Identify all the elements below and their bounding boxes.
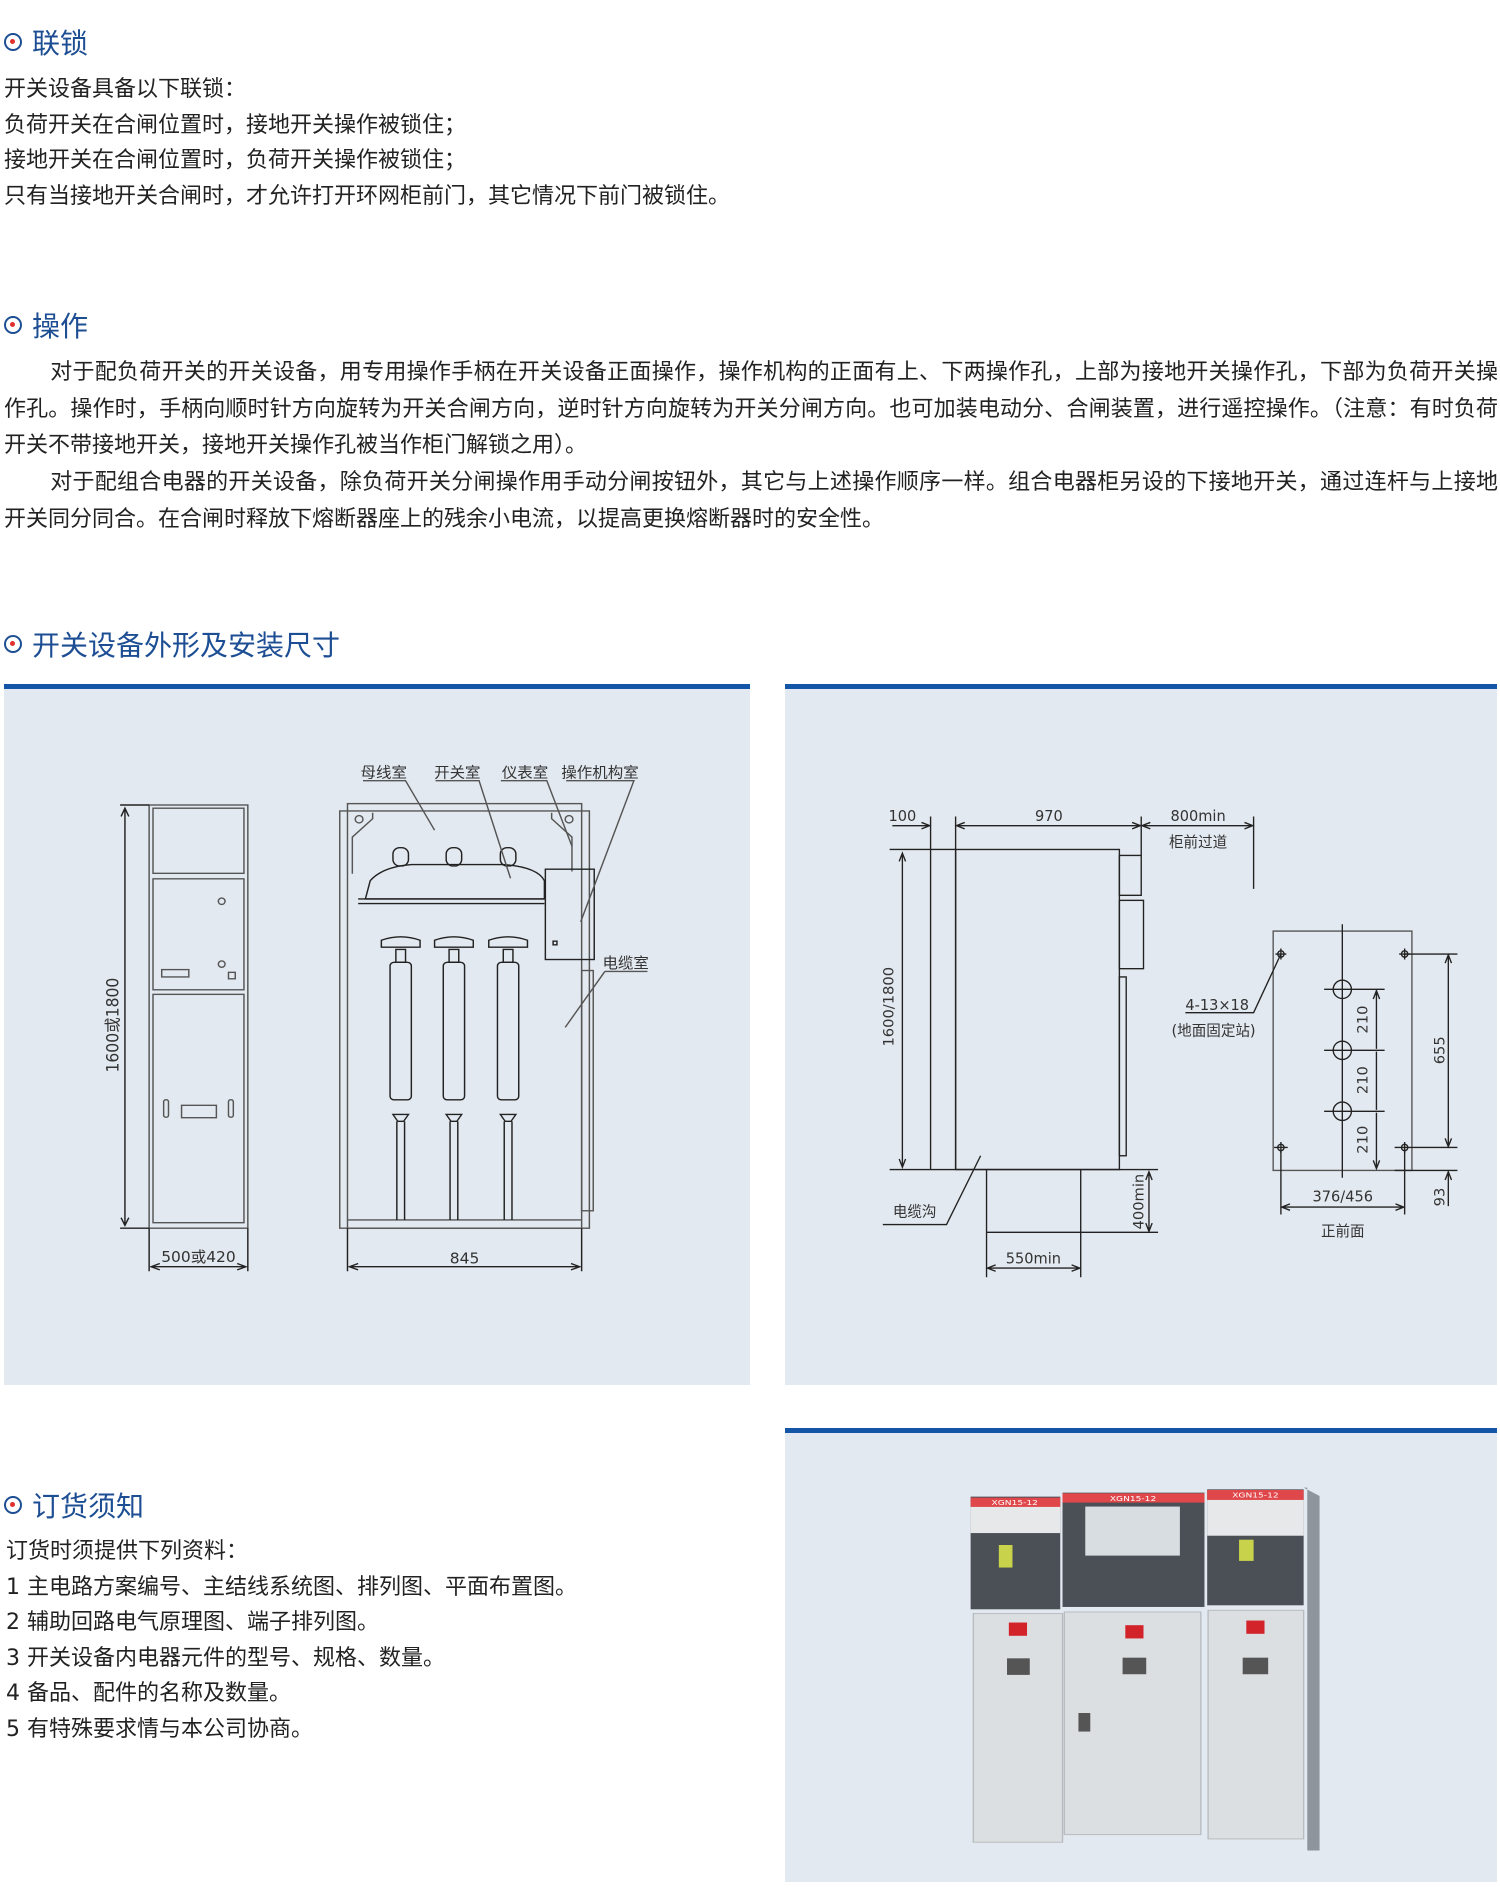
paragraph: 对于配负荷开关的开关设备，用专用操作手柄在开关设备正面操作，操作机构的正面有上、… bbox=[4, 360, 1498, 459]
heading-text: 开关设备外形及安装尺寸 bbox=[32, 629, 341, 662]
mounting-holes-label: 4-13×18 bbox=[1185, 997, 1249, 1014]
cabinet-elevation-drawing: 1600或1800 500或420 母线室 开关室 仪表室 操作机构室 bbox=[103, 764, 649, 1272]
dim-210-label: 210 bbox=[1354, 1126, 1371, 1154]
product-photo-panel: XGN15-12 XGN15-12 XGN15-12 bbox=[785, 1428, 1497, 1882]
operation-text: 对于配负荷开关的开关设备，用专用操作手柄在开关设备正面操作，操作机构的正面有上、… bbox=[4, 355, 1498, 539]
side-installation-view bbox=[882, 816, 1255, 1278]
text-line: 开关设备具备以下联锁： bbox=[4, 77, 247, 102]
ordering-text: 订货时须提供下列资料： 1 主电路方案编号、主结线系统图、排列图、平面布置图。 … bbox=[6, 1534, 577, 1747]
fuse-assemblies bbox=[380, 846, 529, 1220]
text-line: 4 备品、配件的名称及数量。 bbox=[6, 1681, 291, 1706]
label-mechanism-room: 操作机构室 bbox=[561, 764, 638, 782]
dim-655-label: 655 bbox=[1432, 1036, 1449, 1064]
section-heading-dimensions: 开关设备外形及安装尺寸 bbox=[4, 624, 340, 664]
height-dim-label: 1600或1800 bbox=[103, 978, 123, 1073]
label-busbar-room: 母线室 bbox=[361, 764, 407, 782]
dim-550-label: 550min bbox=[1006, 1250, 1061, 1267]
installation-dimension-drawing: 100 970 800min 柜前过道 1600/1800 电缆沟 400min… bbox=[880, 808, 1458, 1278]
section-heading-operation: 操作 bbox=[4, 305, 88, 345]
front-section-view bbox=[339, 780, 648, 1272]
bullet-circle-icon bbox=[4, 33, 22, 51]
label-instrument-room: 仪表室 bbox=[502, 764, 548, 782]
label-switch-room: 开关室 bbox=[434, 764, 480, 782]
front-aisle-label: 柜前过道 bbox=[1169, 834, 1228, 851]
model-label: XGN15-12 bbox=[1110, 1495, 1156, 1502]
model-label: XGN15-12 bbox=[1232, 1492, 1278, 1499]
section-heading-ordering: 订货须知 bbox=[4, 1485, 144, 1525]
text-line: 1 主电路方案编号、主结线系统图、排列图、平面布置图。 bbox=[6, 1574, 577, 1600]
dim-210-label: 210 bbox=[1354, 1006, 1371, 1034]
mounting-holes-note: (地面固定站) bbox=[1172, 1023, 1256, 1040]
switchgear-cabinets bbox=[970, 1487, 1320, 1851]
dim-210-label: 210 bbox=[1354, 1066, 1371, 1094]
bullet-circle-icon bbox=[4, 316, 22, 334]
label-cable-room: 电缆室 bbox=[602, 954, 648, 972]
bullet-circle-icon bbox=[4, 1496, 22, 1514]
side-view bbox=[120, 804, 249, 1272]
paragraph: 对于配组合电器的开关设备，除负荷开关分闸操作用手动分闸按钮外，其它与上述操作顺序… bbox=[4, 470, 1498, 532]
text-line: 只有当接地开关合闸时，才允许打开环网柜前门，其它情况下前门被锁住。 bbox=[4, 183, 731, 209]
width-dim-label: 500或420 bbox=[161, 1249, 236, 1267]
bullet-circle-icon bbox=[4, 635, 22, 653]
dim-93-label: 93 bbox=[1432, 1188, 1449, 1207]
dim-970-label: 970 bbox=[1035, 808, 1063, 825]
dim-400-label: 400min bbox=[1131, 1174, 1148, 1230]
text-line: 5 有特殊要求情与本公司协商。 bbox=[6, 1716, 313, 1742]
depth-dim-label: 845 bbox=[450, 1250, 480, 1268]
heading-text: 订货须知 bbox=[32, 1490, 145, 1523]
text-line: 2 辅助回路电气原理图、端子排列图。 bbox=[6, 1610, 379, 1635]
height-dim-label: 1600/1800 bbox=[880, 967, 897, 1047]
text-line: 3 开关设备内电器元件的型号、规格、数量。 bbox=[6, 1645, 445, 1671]
switchgear-photo: XGN15-12 XGN15-12 XGN15-12 bbox=[970, 1487, 1320, 1851]
text-line: 负荷开关在合闸位置时，接地开关操作被锁住； bbox=[4, 112, 467, 138]
drawing-panel-right: 100 970 800min 柜前过道 1600/1800 电缆沟 400min… bbox=[785, 684, 1497, 1385]
front-side-label: 正前面 bbox=[1321, 1223, 1365, 1240]
heading-text: 操作 bbox=[32, 310, 89, 343]
heading-text: 联锁 bbox=[32, 27, 89, 60]
dim-100-label: 100 bbox=[888, 808, 916, 825]
cable-trench-label: 电缆沟 bbox=[893, 1203, 937, 1220]
interlock-text: 开关设备具备以下联锁： 负荷开关在合闸位置时，接地开关操作被锁住； 接地开关在合… bbox=[4, 72, 730, 214]
text-line: 接地开关在合闸位置时，负荷开关操作被锁住； bbox=[4, 148, 467, 173]
model-label: XGN15-12 bbox=[992, 1499, 1038, 1506]
section-heading-interlock: 联锁 bbox=[4, 22, 88, 62]
floor-plan-view bbox=[1185, 924, 1458, 1215]
dim-376-label: 376/456 bbox=[1313, 1189, 1373, 1206]
dim-800-label: 800min bbox=[1170, 808, 1225, 825]
drawing-panel-left: 1600或1800 500或420 母线室 开关室 仪表室 操作机构室 bbox=[4, 684, 750, 1385]
text-line: 订货时须提供下列资料： bbox=[6, 1539, 249, 1564]
